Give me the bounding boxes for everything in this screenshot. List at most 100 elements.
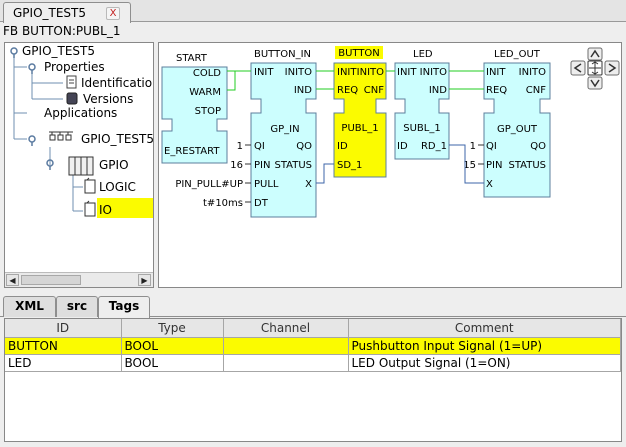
fb-port-label: QO <box>296 141 312 152</box>
tree-node-properties[interactable]: Properties <box>44 60 105 74</box>
pan-down-icon[interactable] <box>590 79 600 88</box>
cell-comment[interactable]: LED Output Signal (1=ON) <box>348 354 621 372</box>
device-icon <box>49 131 73 141</box>
connection-line[interactable] <box>227 70 251 91</box>
param-value: 16 <box>230 160 243 171</box>
bottom-tab-bar: XML src Tags <box>0 293 626 318</box>
tree-node-io[interactable]: IO <box>99 203 112 217</box>
fb-port-label: INIT <box>397 67 417 78</box>
cube-icon <box>84 177 96 194</box>
close-icon[interactable]: X <box>106 7 120 20</box>
param-value: 1 <box>470 141 476 152</box>
column-header-channel[interactable]: Channel <box>223 319 349 338</box>
document-icon <box>66 75 77 89</box>
cell-type[interactable]: BOOL <box>121 354 224 372</box>
fb-name-highlight <box>335 46 383 59</box>
pan-up-icon[interactable] <box>590 49 600 58</box>
resource-icon <box>68 156 94 176</box>
fb-led-out[interactable] <box>483 62 551 198</box>
scroll-thumb[interactable] <box>21 275 81 285</box>
fb-instance-name-button: BUTTON <box>338 48 380 59</box>
editor-tab-gpio-test5[interactable]: GPIO_TEST5 X <box>3 2 131 23</box>
fb-port-label: ID <box>397 141 408 152</box>
fb-port-label: INIT <box>486 67 506 78</box>
fb-port-label: QI <box>486 141 497 152</box>
fb-instance-name-start: START <box>176 53 208 64</box>
fb-port-label: COLD <box>193 68 221 79</box>
expander-icon[interactable] <box>10 47 18 58</box>
tab-src[interactable]: src <box>56 296 98 317</box>
fb-port-label: CNF <box>526 85 546 96</box>
fb-instance-name-button-in: BUTTON_IN <box>254 49 311 60</box>
fb-port-label: STATUS <box>274 160 312 171</box>
expander-icon[interactable] <box>46 159 54 170</box>
tree-node-resource[interactable]: GPIO <box>99 158 129 172</box>
cell-type[interactable]: BOOL <box>121 337 224 355</box>
table-row[interactable]: LED BOOL LED Output Signal (1=ON) <box>5 354 621 372</box>
fb-port-label: X <box>305 179 312 190</box>
fb-port-label: IND <box>294 85 312 96</box>
expander-icon[interactable] <box>28 63 36 74</box>
tree-horizontal-scrollbar[interactable]: ◀ ▶ <box>5 272 153 287</box>
fb-port-label: QO <box>530 141 546 152</box>
fb-start[interactable] <box>161 66 228 164</box>
pan-left-icon[interactable] <box>573 63 582 73</box>
cell-channel[interactable] <box>223 354 349 372</box>
fit-view-icon[interactable] <box>589 61 601 75</box>
fb-type-label: GP_IN <box>270 124 299 135</box>
navigation-control[interactable] <box>570 47 620 90</box>
tree-node-versions[interactable]: Versions <box>83 92 134 106</box>
scroll-right-icon[interactable]: ▶ <box>138 274 151 286</box>
column-header-type[interactable]: Type <box>121 319 224 338</box>
fb-port-label: REQ <box>486 85 507 96</box>
fb-port-label: INITO <box>519 67 546 78</box>
cell-id[interactable]: BUTTON <box>5 337 122 355</box>
connection-line[interactable] <box>449 144 484 184</box>
fb-led[interactable] <box>394 62 450 160</box>
tree-node-identification[interactable]: Identification <box>81 76 154 90</box>
cell-comment[interactable]: Pushbutton Input Signal (1=UP) <box>348 337 621 355</box>
fb-port-label: STATUS <box>508 160 546 171</box>
column-header-comment[interactable]: Comment <box>348 319 621 338</box>
pan-right-icon[interactable] <box>608 63 617 73</box>
tab-tags[interactable]: Tags <box>98 296 150 318</box>
fb-port-label: SD_1 <box>337 160 362 171</box>
versions-icon <box>66 92 78 105</box>
fb-port-label: INITO <box>420 67 447 78</box>
tree-node-applications[interactable]: Applications <box>44 106 118 120</box>
fb-port-label: INITO <box>357 67 384 78</box>
tree-node-logic[interactable]: LOGIC <box>99 180 136 194</box>
fb-instance-name-led: LED <box>413 49 433 60</box>
tree-node-device[interactable]: GPIO_TEST5 <box>81 132 154 146</box>
fb-button[interactable] <box>333 62 387 178</box>
fb-instance-name-led-out: LED_OUT <box>494 49 541 60</box>
param-value: 1 <box>237 141 243 152</box>
fb-port-label: CNF <box>364 85 384 96</box>
cell-id[interactable]: LED <box>5 354 122 372</box>
tab-xml[interactable]: XML <box>3 296 56 317</box>
fb-button-in[interactable] <box>250 62 317 218</box>
fb-port-label: DT <box>254 198 269 209</box>
cell-channel[interactable] <box>223 337 349 355</box>
expander-icon[interactable] <box>28 135 36 146</box>
fb-port-label: RD_1 <box>421 141 447 152</box>
fb-port-label: PIN <box>486 160 502 171</box>
param-value: t#10ms <box>203 198 243 209</box>
column-header-id[interactable]: ID <box>5 319 122 338</box>
param-value: 15 <box>463 160 476 171</box>
fb-port-label: INITO <box>285 67 312 78</box>
fb-header-label: FB BUTTON:PUBL_1 <box>3 24 121 38</box>
tags-table[interactable]: ID Type Channel Comment BUTTON BOOL Push… <box>4 318 622 442</box>
editor-tab-label: GPIO_TEST5 <box>13 6 87 20</box>
scroll-left-icon[interactable]: ◀ <box>6 274 19 286</box>
system-tree[interactable]: GPIO_TEST5 Properties Identification Ver… <box>4 42 154 288</box>
table-row[interactable]: BUTTON BOOL Pushbutton Input Signal (1=U… <box>5 337 621 355</box>
fb-port-label: WARM <box>189 87 221 98</box>
cube-icon <box>84 200 96 217</box>
connection-line[interactable] <box>316 163 334 184</box>
fb-port-label: INIT <box>254 67 274 78</box>
tree-node-root[interactable]: GPIO_TEST5 <box>22 44 96 58</box>
fb-port-label: INIT <box>337 67 357 78</box>
